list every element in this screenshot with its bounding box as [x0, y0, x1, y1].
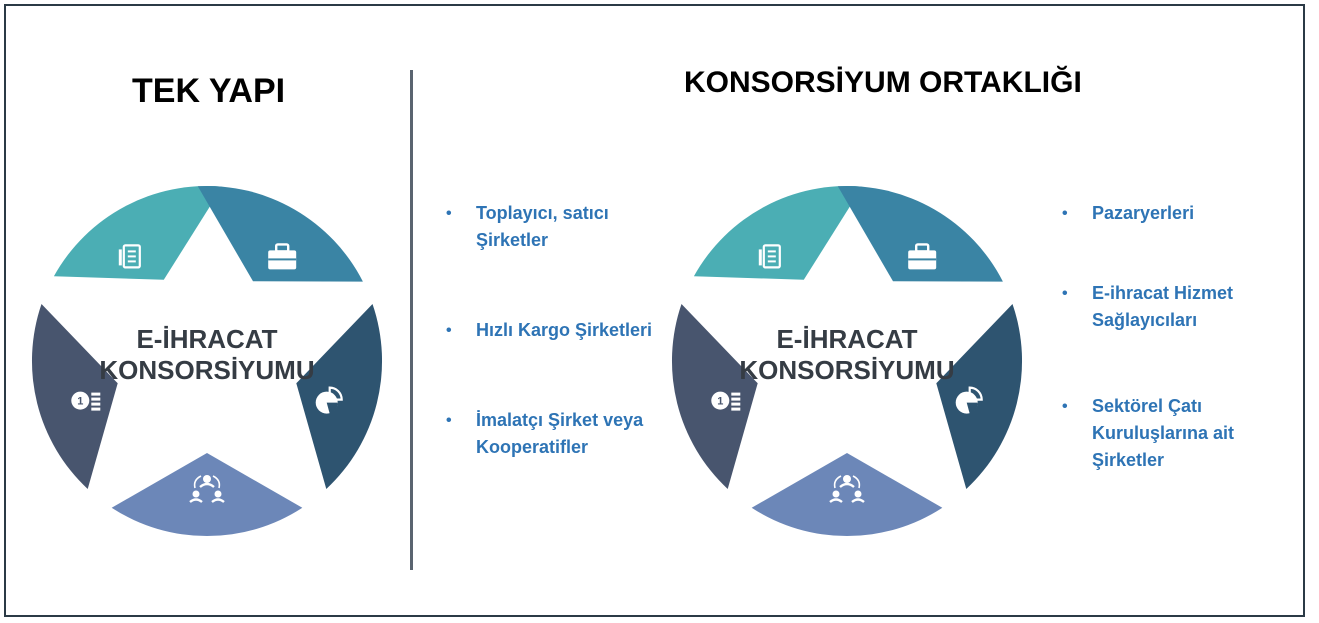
briefcase-icon: [908, 243, 937, 270]
bullet-item: İmalatçı Şirket veya Kooperatifler: [440, 407, 670, 461]
svg-text:1: 1: [77, 396, 83, 408]
left-title: TEK YAPI: [132, 72, 286, 110]
center-label-line-1: E-İHRACAT: [776, 324, 918, 354]
coins-icon: 1: [711, 391, 741, 411]
center-label: E-İHRACAT KONSORSİYUMU: [22, 324, 392, 386]
team-icon: [189, 475, 225, 503]
document-icon: [758, 244, 781, 269]
team-segment: [751, 453, 943, 537]
star-diagram-right: 1 E-İHRACAT KONSORSİYUMU: [662, 176, 1032, 546]
document-segment: [693, 186, 863, 280]
center-label-line-2: KONSORSİYUMU: [99, 355, 315, 385]
coins-icon: 1: [71, 391, 101, 411]
svg-text:1: 1: [717, 396, 723, 408]
chart-segment: [296, 304, 383, 489]
right-title: KONSORSİYUM ORTAKLIĞI: [684, 66, 1082, 99]
team-segment: [111, 453, 303, 537]
bullet-list-right: Pazaryerleri E-ihracat Hizmet Sağlayıcıl…: [1056, 200, 1286, 474]
bullet-item: Hızlı Kargo Şirketleri: [440, 317, 670, 344]
team-icon: [829, 475, 865, 503]
bullet-item: Sektörel Çatı Kuruluşlarına ait Şirketle…: [1056, 393, 1286, 474]
bullet-list-left: Toplayıcı, satıcı Şirketler Hızlı Kargo …: [440, 200, 670, 461]
star-svg: 1: [31, 185, 383, 537]
center-label-line-2: KONSORSİYUMU: [739, 355, 955, 385]
bullet-item: Pazaryerleri: [1056, 200, 1286, 227]
star-svg: 1: [671, 185, 1023, 537]
slide-frame: [4, 4, 1305, 617]
pie-chart-icon: [955, 386, 983, 414]
chart-segment: [936, 304, 1023, 489]
bullet-item: E-ihracat Hizmet Sağlayıcıları: [1056, 280, 1286, 334]
pie-chart-icon: [315, 386, 343, 414]
bullet-item: Toplayıcı, satıcı Şirketler: [440, 200, 670, 254]
center-label: E-İHRACAT KONSORSİYUMU: [662, 324, 1032, 386]
center-label-line-1: E-İHRACAT: [136, 324, 278, 354]
briefcase-segment: [837, 185, 1003, 282]
star-diagram-left: 1 E-İHRACAT KONSORSİYUMU: [22, 176, 392, 546]
document-icon: [118, 244, 141, 269]
briefcase-segment: [197, 185, 363, 282]
vertical-divider: [410, 70, 413, 570]
document-segment: [53, 186, 223, 280]
briefcase-icon: [268, 243, 297, 270]
